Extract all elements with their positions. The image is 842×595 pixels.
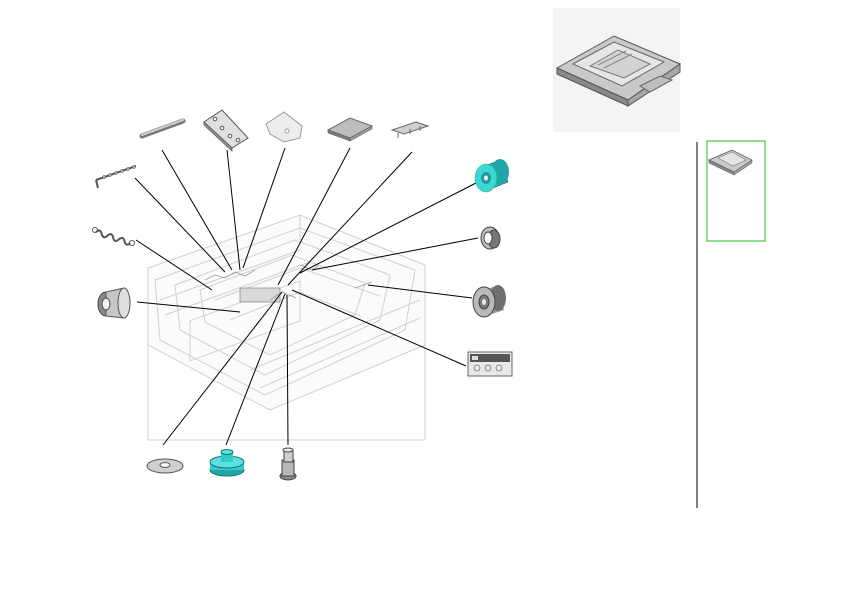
roller-icon[interactable] bbox=[472, 285, 506, 318]
rod-icon[interactable] bbox=[139, 118, 186, 139]
index-thumbnail-render bbox=[708, 149, 753, 176]
roller-icon[interactable] bbox=[474, 159, 509, 193]
assembly-ghost bbox=[147, 214, 426, 441]
washer-icon[interactable] bbox=[146, 458, 184, 474]
overview-render bbox=[553, 8, 682, 132]
spring-icon[interactable] bbox=[92, 227, 135, 246]
label-icon[interactable] bbox=[467, 351, 513, 377]
bushing-icon[interactable] bbox=[97, 287, 131, 319]
index-thumbnail-frame[interactable] bbox=[706, 140, 766, 242]
plate-icon[interactable] bbox=[203, 109, 249, 152]
bar-icon[interactable] bbox=[390, 121, 430, 138]
gear-icon[interactable] bbox=[209, 449, 245, 477]
leader-lines bbox=[134, 147, 479, 446]
assembly-inner-detail bbox=[204, 264, 373, 303]
bracket-icon[interactable] bbox=[265, 111, 303, 143]
ring-icon[interactable] bbox=[480, 226, 501, 250]
pin-icon[interactable] bbox=[279, 447, 297, 481]
bent-strip-icon[interactable] bbox=[95, 165, 137, 189]
pad-icon[interactable] bbox=[326, 117, 374, 142]
